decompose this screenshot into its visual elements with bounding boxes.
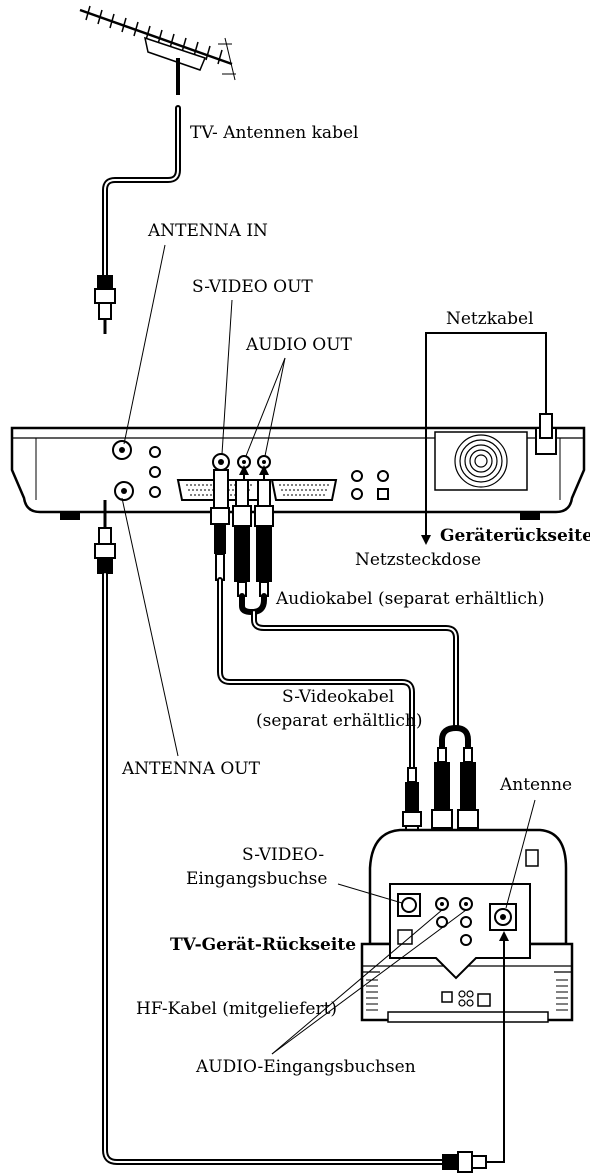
tv-antenna-jack <box>489 903 517 931</box>
svideo-input-jack <box>397 893 421 917</box>
label-antenna-in: ANTENNA IN <box>147 221 268 241</box>
label-tv-antenna-cable: TV- Antennen kabel <box>190 123 358 143</box>
small-jacks-right <box>351 470 389 500</box>
label-svideo-input-1: S-VIDEO- <box>242 845 324 865</box>
svideo-out-jack <box>212 453 230 471</box>
antenna-out-jack <box>114 481 134 501</box>
tv-antenna-cable <box>94 105 181 334</box>
label-device-rear: Geräterückseite <box>440 526 590 546</box>
tv-av-jacks <box>435 897 473 946</box>
label-power-outlet: Netzsteckdose <box>355 550 481 570</box>
scart-connector-2 <box>270 479 338 501</box>
label-power-cable: Netzkabel <box>446 309 534 329</box>
label-svideo-cable-1: S-Videokabel <box>282 687 394 707</box>
arrows-into-unit <box>239 465 269 480</box>
roof-antenna-icon <box>79 5 236 95</box>
fan-grille-icon <box>434 431 528 491</box>
tv-rear-view <box>360 828 574 1023</box>
label-audio-inputs: AUDIO-Eingangsbuchsen <box>195 1057 416 1077</box>
label-svideo-out: S-VIDEO OUT <box>192 277 313 297</box>
label-rf-cable: HF-Kabel (mitgeliefert) <box>136 999 337 1019</box>
label-audio-cable: Audiokabel (separat erhältlich) <box>275 589 544 609</box>
label-antenna: Antenne <box>499 775 572 795</box>
rf-cable <box>94 500 509 1173</box>
small-jacks-left <box>149 446 161 498</box>
power-cord-socket <box>535 413 557 455</box>
recorder-rear-panel <box>10 413 586 520</box>
leader-lines <box>121 244 536 1055</box>
label-svideo-input-2: Eingangsbuchse <box>186 869 327 889</box>
label-antenna-out: ANTENNA OUT <box>121 759 261 779</box>
power-cable-bracket <box>421 332 547 545</box>
label-tv-rear: TV-Gerät-Rückseite <box>170 935 356 955</box>
label-audio-out: AUDIO OUT <box>245 335 353 355</box>
label-svideo-cable-2: (separat erhältlich) <box>256 711 422 731</box>
antenna-in-jack <box>112 440 132 460</box>
